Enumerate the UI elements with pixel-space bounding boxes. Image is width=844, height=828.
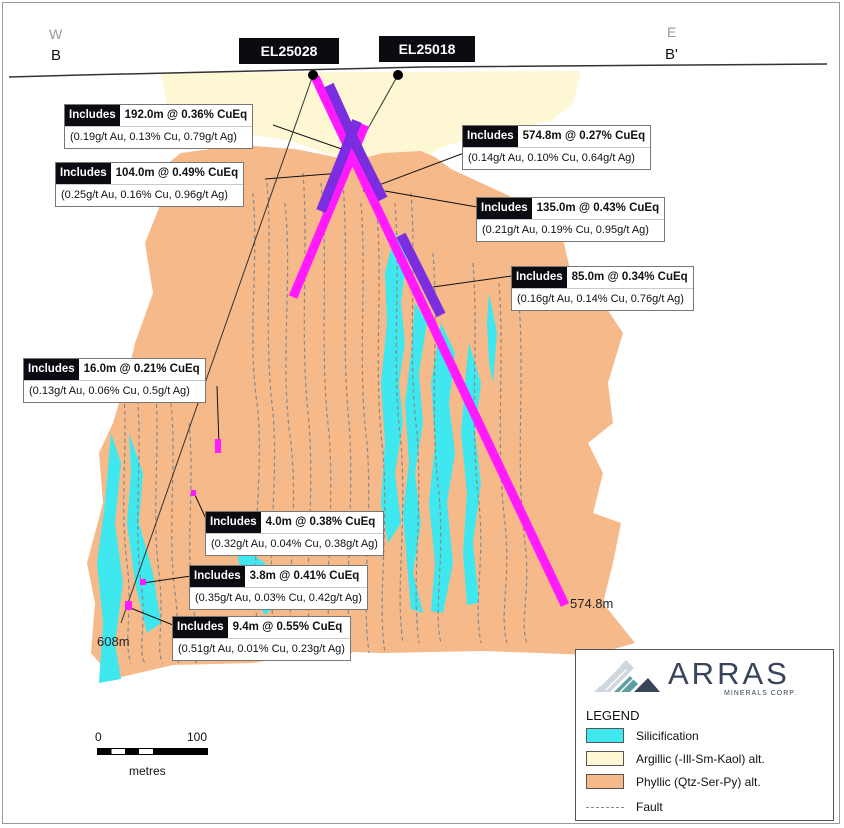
callout-leaders — [127, 124, 513, 626]
intercept-callout: Includes 9.4m @ 0.55% CuEq (0.51g/t Au, 0… — [172, 616, 351, 661]
intercept-assay: (0.51g/t Au, 0.01% Cu, 0.23g/t Ag) — [178, 643, 345, 655]
scale-unit-label: metres — [129, 764, 166, 778]
legend-title: LEGEND — [586, 708, 640, 723]
intercept-headline: 85.0m @ 0.34% CuEq — [571, 271, 688, 283]
legend-label: Argillic (-Ill-Sm-Kaol) alt. — [636, 751, 765, 766]
includes-tag: Includes — [173, 617, 228, 638]
topography-surface — [8, 63, 828, 78]
intercept-callout: Includes 85.0m @ 0.34% CuEq (0.16g/t Au, … — [511, 266, 694, 311]
includes-tag: Includes — [512, 267, 567, 288]
hole-label-el25018: EL25018 — [379, 36, 475, 62]
brand-name: ARRAS — [668, 656, 790, 691]
fault — [432, 252, 442, 644]
silicification-zone — [403, 303, 427, 613]
intercept-callout: Includes 4.0m @ 0.38% CuEq (0.32g/t Au, 0… — [205, 511, 384, 556]
includes-tag: Includes — [477, 198, 532, 219]
silicification-zone — [429, 323, 455, 613]
fault — [498, 282, 508, 644]
includes-tag: Includes — [65, 105, 120, 126]
legend-swatch — [586, 751, 624, 766]
intercept-bars — [316, 82, 446, 318]
legend-item-phyllic: Phyllic (Qtz-Ser-Py) alt. — [586, 774, 761, 789]
intercept-assay: (0.14g/t Au, 0.10% Cu, 0.64g/t Ag) — [468, 152, 635, 164]
intercept-assay: (0.19g/t Au, 0.13% Cu, 0.79g/t Ag) — [70, 131, 237, 143]
legend-label: Phyllic (Qtz-Ser-Py) alt. — [636, 774, 761, 789]
intercept-assay: (0.25g/t Au, 0.16% Cu, 0.96g/t Ag) — [61, 189, 228, 201]
fault — [376, 212, 386, 654]
fault — [360, 202, 370, 654]
west-section-label: B — [51, 47, 62, 64]
scale-end-label: 100 — [187, 730, 208, 744]
intercept-callout: Includes 135.0m @ 0.43% CuEq (0.21g/t Au,… — [476, 197, 666, 242]
intercept-callout: Includes 3.8m @ 0.41% CuEq (0.35g/t Au, 0… — [189, 565, 368, 610]
includes-tag: Includes — [56, 163, 111, 184]
includes-tag: Includes — [206, 512, 261, 533]
silicification-zone — [487, 293, 497, 383]
intercept-mark — [191, 490, 196, 496]
legend-item-silicification: Silicification — [586, 728, 699, 743]
scale-bar-graphic — [97, 748, 208, 755]
includes-tag: Includes — [24, 359, 79, 380]
legend-fault-line — [586, 806, 624, 808]
intercept-callout: Includes 192.0m @ 0.36% CuEq (0.19g/t Au,… — [64, 104, 254, 149]
collar-el25028 — [308, 70, 318, 80]
intercept-assay: (0.16g/t Au, 0.14% Cu, 0.76g/t Ag) — [517, 293, 684, 305]
intercept-headline: 9.4m @ 0.55% CuEq — [232, 621, 343, 633]
intercept-assay: (0.13g/t Au, 0.06% Cu, 0.5g/t Ag) — [29, 385, 190, 397]
intercept-mark — [215, 439, 221, 453]
intercept-headline: 135.0m @ 0.43% CuEq — [536, 202, 660, 214]
fault — [472, 262, 482, 644]
intercept-callout: Includes 16.0m @ 0.21% CuEq (0.13g/t Au, … — [23, 358, 206, 403]
brand-subtitle: MINERALS CORP. — [724, 690, 797, 697]
arras-logo-icon — [594, 660, 660, 693]
end-depth-el25028: 608m — [97, 634, 130, 649]
intercept-headline: 574.8m @ 0.27% CuEq — [522, 130, 646, 142]
intercept-callout: Includes 104.0m @ 0.49% CuEq (0.25g/t Au,… — [55, 162, 245, 207]
intercept-callout: Includes 574.8m @ 0.27% CuEq (0.14g/t Au,… — [462, 125, 652, 170]
intercept-mark — [125, 601, 132, 610]
hole-trace-el25018 — [310, 75, 570, 607]
intercept-headline: 104.0m @ 0.49% CuEq — [115, 167, 239, 179]
legend-label: Silicification — [636, 728, 699, 743]
legend-item-fault: Fault — [586, 800, 663, 814]
end-depth-el25018: 574.8m — [570, 596, 614, 611]
fault — [252, 192, 260, 654]
intercept-headline: 4.0m @ 0.38% CuEq — [265, 516, 376, 528]
intercept-bar — [350, 140, 388, 202]
collar-el25018 — [393, 70, 403, 80]
intercept-assay: (0.32g/t Au, 0.04% Cu, 0.38g/t Ag) — [211, 538, 378, 550]
west-direction-label: W — [49, 26, 63, 42]
fault — [170, 402, 180, 664]
includes-tag: Includes — [190, 566, 245, 587]
legend-swatch — [586, 774, 624, 789]
drill-trace-el25028 — [120, 74, 314, 624]
fault — [122, 382, 132, 664]
fault — [284, 202, 295, 654]
intercept-headline: 3.8m @ 0.41% CuEq — [249, 570, 360, 582]
intercept-headline: 16.0m @ 0.21% CuEq — [83, 363, 200, 375]
intercept-bar — [396, 232, 446, 318]
legend-item-argillic: Argillic (-Ill-Sm-Kaol) alt. — [586, 751, 765, 766]
east-section-label: B' — [665, 46, 678, 63]
intercept-assay: (0.35g/t Au, 0.03% Cu, 0.42g/t Ag) — [195, 592, 362, 604]
legend: ARRAS MINERALS CORP. LEGEND Silicificati… — [575, 649, 834, 821]
fault — [394, 202, 404, 644]
legend-swatch — [586, 728, 624, 743]
silicification-zone — [381, 233, 407, 543]
intercept-mark — [140, 579, 146, 585]
includes-tag: Includes — [463, 126, 518, 147]
east-direction-label: E — [667, 24, 677, 40]
legend-label: Fault — [636, 800, 663, 814]
intercept-assay: (0.21g/t Au, 0.19% Cu, 0.95g/t Ag) — [482, 224, 649, 236]
fault — [154, 382, 164, 664]
argillic-zone — [161, 71, 581, 173]
intercept-headline: 192.0m @ 0.36% CuEq — [124, 109, 248, 121]
hole-label-el25028: EL25028 — [239, 38, 339, 64]
intercept-bar — [316, 119, 362, 213]
small-intercepts — [125, 439, 221, 610]
silicification-zone — [97, 433, 123, 683]
scale-start-label: 0 — [95, 730, 102, 744]
